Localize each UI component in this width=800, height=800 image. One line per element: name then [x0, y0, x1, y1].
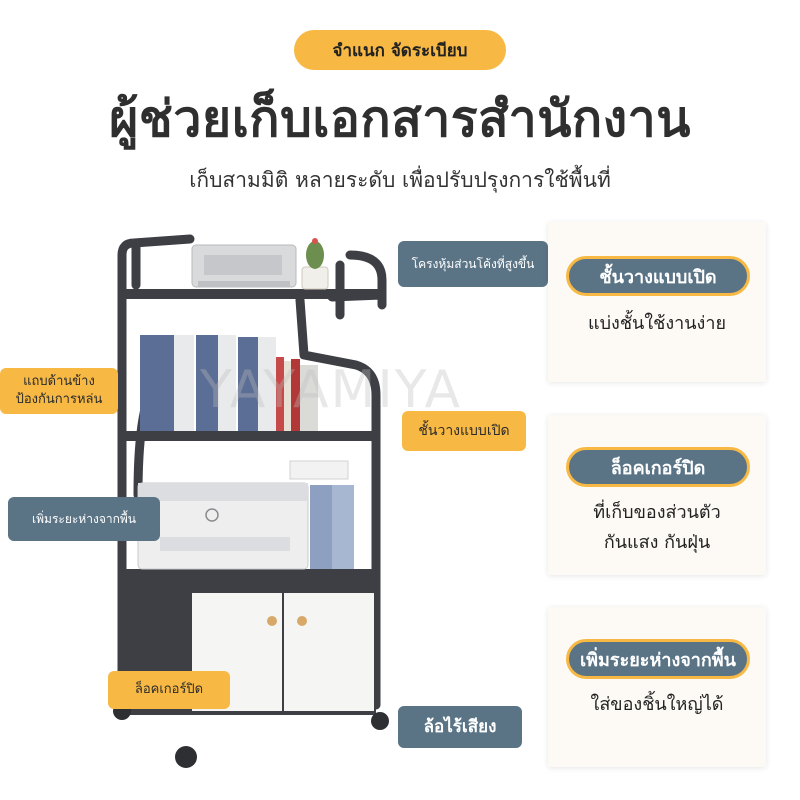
laser-printer	[137, 482, 309, 570]
feature-card-desc-line2: กันแสง กันฝุ่น	[603, 532, 711, 553]
cactus-plant-icon	[301, 238, 329, 290]
page-headline: ผู้ช่วยเก็บเอกสารสำนักงาน	[109, 90, 691, 148]
callout-lock-cabinet: ล็อคเกอร์ปิด	[108, 671, 230, 709]
feature-card-title: ชั้นวางแบบเปิด	[566, 256, 750, 296]
callout-side-guard-line1: แถบด้านข้าง	[23, 374, 95, 390]
page-subheadline: เก็บสามมิติ หลายระดับ เพื่อปรับปรุงการใช…	[189, 168, 611, 192]
open-shelf	[118, 431, 380, 441]
callout-silent-wheels: ล้อไร้เสียง	[398, 706, 522, 748]
file-folders	[140, 335, 318, 431]
callout-open-shelf: ชั้นวางแบบเปิด	[402, 411, 526, 451]
door-knob-left	[267, 616, 277, 626]
feature-card-lock-cabinet: ล็อคเกอร์ปิด ที่เก็บของส่วนตัว กันแสง กั…	[548, 415, 766, 575]
hp-logo	[205, 508, 219, 522]
printer-icon	[191, 244, 297, 288]
feature-card-desc: ใส่ของชิ้นใหญ่ได้	[590, 694, 724, 715]
wheel-icons	[113, 702, 389, 768]
feature-card-height-from-floor: เพิ่มระยะห่างจากพื้น ใส่ของชิ้นใหญ่ได้	[548, 607, 766, 767]
magazine-files	[289, 460, 354, 569]
callout-height-from-floor: เพิ่มระยะห่างจากพื้น	[8, 497, 160, 541]
watermark: YAYAMIYA	[200, 360, 463, 420]
feature-card-title: ล็อคเกอร์ปิด	[566, 447, 750, 487]
callout-curved-top: โครงหุ้มส่วนโค้งที่สูงขึ้น	[398, 241, 548, 287]
feature-card-desc: แบ่งชั้นใช้งานง่าย	[588, 313, 726, 334]
feature-card-desc-line1: ที่เก็บของส่วนตัว	[593, 502, 721, 523]
door-knob-right	[297, 616, 307, 626]
callout-side-guard-line2: ป้องกันการหล่น	[15, 392, 103, 407]
top-category-tag: จำแนก จัดระเบียบ	[294, 30, 506, 70]
callout-side-guard: แถบด้านข้าง ป้องกันการหล่น	[0, 368, 118, 414]
cabinet-door-right	[284, 593, 374, 711]
feature-card-title: เพิ่มระยะห่างจากพื้น	[566, 639, 750, 679]
feature-card-open-shelf: ชั้นวางแบบเปิด แบ่งชั้นใช้งานง่าย	[548, 222, 766, 382]
top-shelf	[118, 289, 386, 299]
